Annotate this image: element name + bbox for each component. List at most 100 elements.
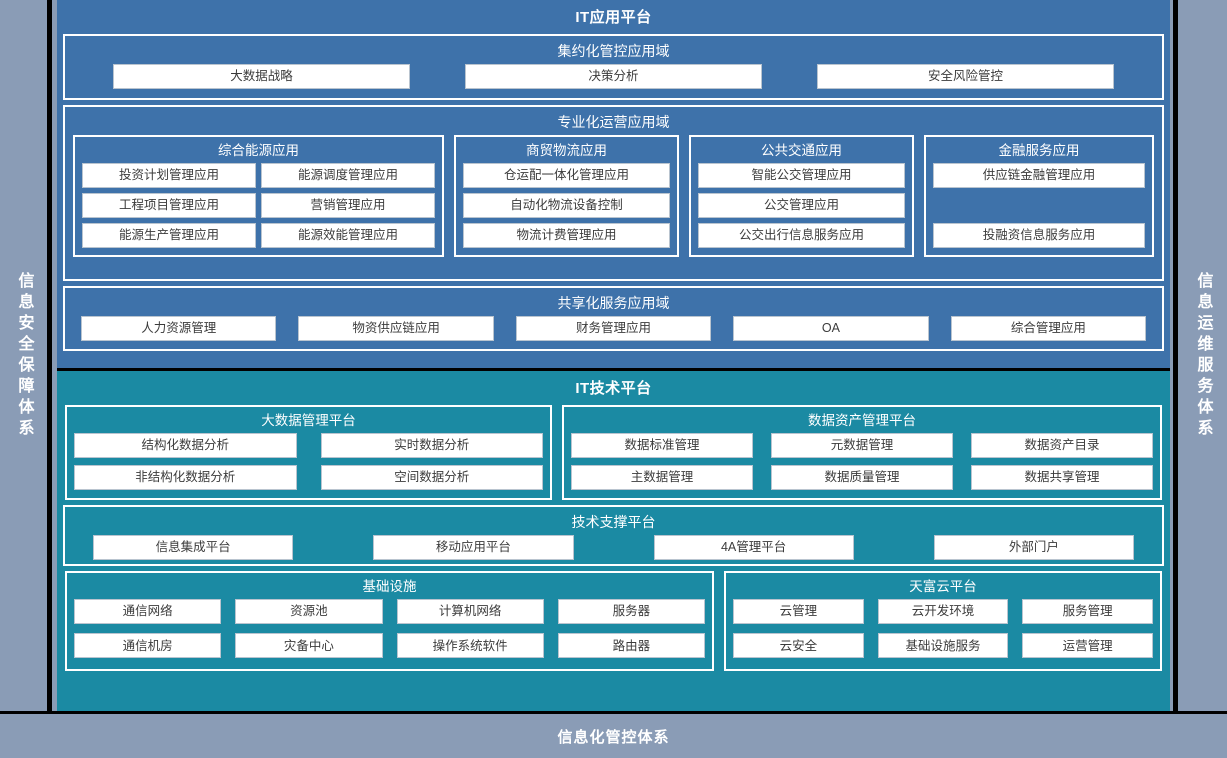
chip-data-standard-mgmt[interactable]: 数据标准管理: [571, 432, 753, 458]
chip-oa[interactable]: OA: [733, 316, 929, 341]
chip-spacer: [933, 193, 1145, 218]
group-trade-logistics: 商贸物流应用 仓运配一体化管理应用 自动化物流设备控制 物流计费管理应用: [454, 135, 679, 257]
chip-energy-efficiency-mgmt[interactable]: 能源效能管理应用: [261, 222, 435, 248]
band-chip-row: 人力资源管理 物资供应链应用 财务管理应用 OA 综合管理应用: [73, 316, 1154, 341]
chip-spatial-data-analysis[interactable]: 空间数据分析: [320, 464, 543, 490]
chip-decision-analysis[interactable]: 决策分析: [465, 64, 762, 89]
group-chip-grid: 结构化数据分析 实时数据分析 非结构化数据分析 空间数据分析: [74, 432, 543, 492]
group-chip-grid: 仓运配一体化管理应用 自动化物流设备控制 物流计费管理应用: [463, 162, 670, 248]
chip-smart-bus-mgmt[interactable]: 智能公交管理应用: [698, 162, 905, 188]
band-shared-services-domain: 共享化服务应用域 人力资源管理 物资供应链应用 财务管理应用 OA 综合管理应用: [63, 286, 1164, 351]
chip-operating-system-software[interactable]: 操作系统软件: [396, 633, 544, 659]
chip-hr-mgmt[interactable]: 人力资源管理: [81, 316, 277, 341]
group-big-data-mgmt-platform: 大数据管理平台 结构化数据分析 实时数据分析 非结构化数据分析 空间数据分析: [65, 405, 552, 500]
left-rail-information-security: 信息安全保障体系: [0, 0, 52, 711]
right-rail-label: 信息运维服务体系: [1194, 271, 1212, 440]
chip-cloud-mgmt[interactable]: 云管理: [733, 598, 864, 624]
group-integrated-energy: 综合能源应用 投资计划管理应用 能源调度管理应用 工程项目管理应用 营销管理应用…: [73, 135, 444, 257]
chip-security-risk-control[interactable]: 安全风险管控: [817, 64, 1114, 89]
chip-communication-network[interactable]: 通信网络: [74, 598, 222, 624]
chip-information-integration-platform[interactable]: 信息集成平台: [93, 535, 294, 560]
chip-master-data-mgmt[interactable]: 主数据管理: [571, 464, 753, 490]
chip-metadata-mgmt[interactable]: 元数据管理: [771, 432, 953, 458]
band-title: 共享化服务应用域: [557, 295, 670, 311]
bottom-bar-informatization-governance: 信息化管控体系: [0, 711, 1227, 758]
chip-material-supply-chain[interactable]: 物资供应链应用: [298, 316, 494, 341]
left-rail-label: 信息安全保障体系: [15, 271, 33, 440]
right-rail-it-operations: 信息运维服务体系: [1173, 0, 1227, 711]
band-title: 集约化管控应用域: [557, 43, 670, 59]
chip-data-asset-catalog[interactable]: 数据资产目录: [971, 432, 1153, 458]
chip-investment-financing-info-service[interactable]: 投融资信息服务应用: [933, 222, 1145, 248]
tech-platform-title: IT技术平台: [575, 380, 652, 397]
chip-unstructured-data-analysis[interactable]: 非结构化数据分析: [74, 464, 297, 490]
it-technology-platform: IT技术平台 大数据管理平台 结构化数据分析 实时数据分析 非结构化数据分析 空…: [57, 371, 1170, 711]
group-title: 公共交通应用: [761, 143, 842, 158]
group-infrastructure: 基础设施 通信网络 资源池 计算机网络 服务器 通信机房 灾备中心 操作系统软件…: [65, 571, 714, 671]
chip-operations-mgmt[interactable]: 运营管理: [1022, 633, 1153, 659]
chip-bus-mgmt[interactable]: 公交管理应用: [698, 192, 905, 218]
chip-integrated-warehouse-transport[interactable]: 仓运配一体化管理应用: [463, 162, 670, 188]
chip-service-mgmt[interactable]: 服务管理: [1022, 598, 1153, 624]
chip-communication-room[interactable]: 通信机房: [74, 633, 222, 659]
group-chip-grid: 数据标准管理 元数据管理 数据资产目录 主数据管理 数据质量管理 数据共享管理: [571, 432, 1153, 492]
chip-structured-data-analysis[interactable]: 结构化数据分析: [74, 432, 297, 458]
chip-finance-mgmt[interactable]: 财务管理应用: [515, 316, 712, 341]
chip-supply-chain-finance-mgmt[interactable]: 供应链金融管理应用: [933, 162, 1145, 188]
chip-automated-logistics-equipment-control[interactable]: 自动化物流设备控制: [463, 192, 670, 218]
group-chip-grid: 智能公交管理应用 公交管理应用 公交出行信息服务应用: [698, 162, 905, 248]
chip-marketing-mgmt[interactable]: 营销管理应用: [261, 192, 435, 218]
band-specialized-operations-domain: 专业化运营应用域 综合能源应用 投资计划管理应用 能源调度管理应用 工程项目管理…: [63, 105, 1164, 281]
group-chip-grid: 云管理 云开发环境 服务管理 云安全 基础设施服务 运营管理: [733, 598, 1153, 663]
it-application-platform: IT应用平台 集约化管控应用域 大数据战略 决策分析 安全风险管控 专业化运营应…: [57, 0, 1170, 371]
bottom-bar-label: 信息化管控体系: [557, 728, 670, 746]
group-title: 综合能源应用: [218, 143, 299, 158]
band-title: 技术支撑平台: [571, 514, 656, 530]
chip-server[interactable]: 服务器: [557, 598, 705, 624]
band-chip-row: 信息集成平台 移动应用平台 4A管理平台 外部门户: [73, 535, 1154, 560]
chip-data-sharing-mgmt[interactable]: 数据共享管理: [971, 464, 1153, 490]
chip-bus-travel-info-service[interactable]: 公交出行信息服务应用: [698, 222, 905, 248]
chip-data-quality-mgmt[interactable]: 数据质量管理: [771, 464, 953, 490]
chip-engineering-project-mgmt[interactable]: 工程项目管理应用: [82, 192, 256, 218]
group-title: 天富云平台: [909, 579, 977, 594]
chip-realtime-data-analysis[interactable]: 实时数据分析: [320, 432, 543, 458]
band-title: 专业化运营应用域: [557, 114, 670, 130]
group-chip-grid: 通信网络 资源池 计算机网络 服务器 通信机房 灾备中心 操作系统软件 路由器: [74, 598, 705, 663]
chip-logistics-billing-mgmt[interactable]: 物流计费管理应用: [463, 222, 670, 248]
group-title: 大数据管理平台: [261, 413, 356, 428]
group-chip-grid: 投资计划管理应用 能源调度管理应用 工程项目管理应用 营销管理应用 能源生产管理…: [82, 162, 435, 248]
chip-resource-pool[interactable]: 资源池: [235, 598, 383, 624]
chip-cloud-dev-environment[interactable]: 云开发环境: [877, 598, 1009, 624]
band-chip-row: 大数据战略 决策分析 安全风险管控: [73, 64, 1154, 89]
group-financial-services: 金融服务应用 供应链金融管理应用 投融资信息服务应用: [924, 135, 1154, 257]
app-platform-title: IT应用平台: [575, 9, 652, 26]
chip-integrated-mgmt[interactable]: 综合管理应用: [950, 316, 1147, 341]
group-title: 金融服务应用: [998, 143, 1080, 158]
chip-investment-plan-mgmt[interactable]: 投资计划管理应用: [82, 162, 256, 188]
band-technical-support-platform: 技术支撑平台 信息集成平台 移动应用平台 4A管理平台 外部门户: [63, 505, 1164, 566]
chip-computer-network[interactable]: 计算机网络: [396, 598, 544, 624]
chip-disaster-recovery-center[interactable]: 灾备中心: [235, 633, 383, 659]
group-tianfu-cloud-platform: 天富云平台 云管理 云开发环境 服务管理 云安全 基础设施服务 运营管理: [724, 571, 1162, 671]
chip-cloud-security[interactable]: 云安全: [733, 633, 864, 659]
chip-4a-mgmt-platform[interactable]: 4A管理平台: [653, 535, 854, 560]
chip-energy-production-mgmt[interactable]: 能源生产管理应用: [82, 222, 256, 248]
chip-infrastructure-service[interactable]: 基础设施服务: [877, 633, 1009, 659]
group-data-asset-mgmt-platform: 数据资产管理平台 数据标准管理 元数据管理 数据资产目录 主数据管理 数据质量管…: [562, 405, 1162, 500]
group-public-transport: 公共交通应用 智能公交管理应用 公交管理应用 公交出行信息服务应用: [689, 135, 914, 257]
chip-big-data-strategy[interactable]: 大数据战略: [113, 64, 410, 89]
group-title: 基础设施: [362, 579, 417, 594]
tech-bottom-row: 基础设施 通信网络 资源池 计算机网络 服务器 通信机房 灾备中心 操作系统软件…: [63, 571, 1164, 671]
band-group-row: 综合能源应用 投资计划管理应用 能源调度管理应用 工程项目管理应用 营销管理应用…: [73, 135, 1154, 257]
group-title: 数据资产管理平台: [808, 413, 916, 428]
chip-external-portal[interactable]: 外部门户: [933, 535, 1134, 560]
band-intensive-control-domain: 集约化管控应用域 大数据战略 决策分析 安全风险管控: [63, 34, 1164, 100]
group-chip-grid: 供应链金融管理应用 投融资信息服务应用: [933, 162, 1145, 248]
center-stack: IT应用平台 集约化管控应用域 大数据战略 决策分析 安全风险管控 专业化运营应…: [57, 0, 1170, 711]
chip-energy-dispatch-mgmt[interactable]: 能源调度管理应用: [261, 162, 435, 188]
chip-router[interactable]: 路由器: [557, 633, 705, 659]
chip-mobile-application-platform[interactable]: 移动应用平台: [373, 535, 574, 560]
group-title: 商贸物流应用: [526, 143, 607, 158]
